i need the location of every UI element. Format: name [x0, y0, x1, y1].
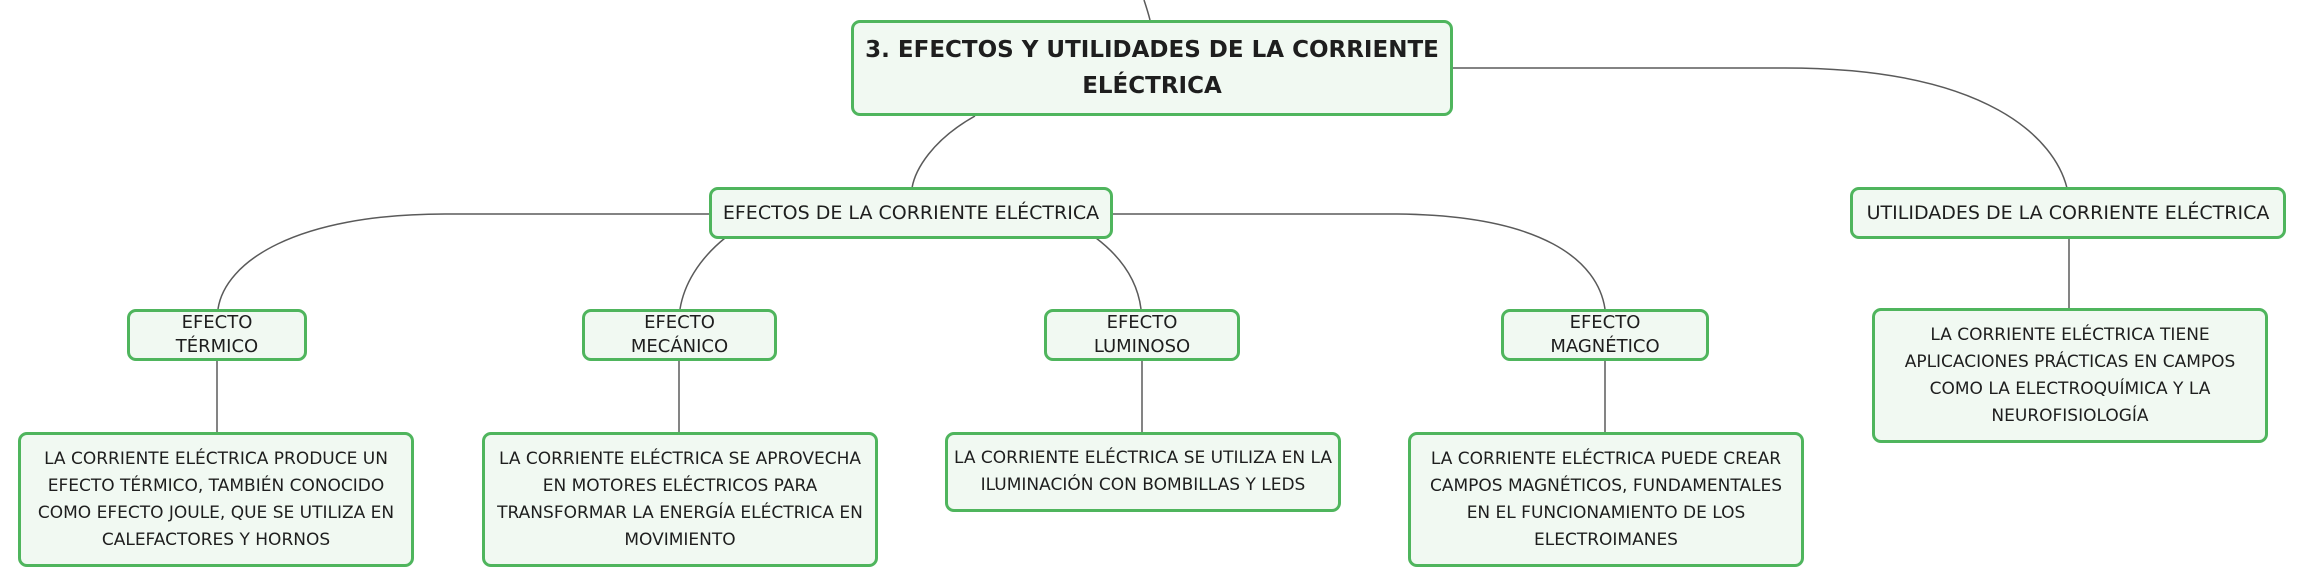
detail-efecto-luminoso-text: LA CORRIENTE ELÉCTRICA SE UTILIZA EN LA … [954, 448, 1333, 495]
subtopic-efecto-termico[interactable]: EFECTO TÉRMICO [127, 309, 307, 361]
connector-efectos-magnetico [1113, 213, 1606, 310]
detail-efecto-termico-text: LA CORRIENTE ELÉCTRICA PRODUCE UN EFECTO… [37, 448, 395, 550]
topic-efectos-label: EFECTOS DE LA CORRIENTE ELÉCTRICA [722, 202, 1100, 224]
detail-efecto-termico[interactable]: LA CORRIENTE ELÉCTRICA PRODUCE UN EFECTO… [18, 432, 414, 567]
subtopic-efecto-luminoso[interactable]: EFECTO LUMINOSO [1044, 309, 1240, 361]
topic-efectos[interactable]: EFECTOS DE LA CORRIENTE ELÉCTRICA [709, 187, 1113, 239]
detail-efecto-luminoso[interactable]: LA CORRIENTE ELÉCTRICA SE UTILIZA EN LA … [945, 432, 1341, 512]
root-topic[interactable]: 3. EFECTOS Y UTILIDADES DE LA CORRIENTE … [851, 20, 1453, 116]
connector-efectos-mecanico [679, 237, 726, 310]
topic-utilidades-label: UTILIDADES DE LA CORRIENTE ELÉCTRICA [1866, 202, 2270, 224]
subtopic-efecto-luminoso-label: EFECTO LUMINOSO [1093, 312, 1191, 357]
detail-efecto-magnetico-text: LA CORRIENTE ELÉCTRICA PUEDE CREAR CAMPO… [1429, 448, 1783, 550]
connector-root-utilidades [1453, 67, 2068, 189]
subtopic-efecto-magnetico[interactable]: EFECTO MAGNÉTICO [1501, 309, 1709, 361]
connector-incoming [1143, 0, 1151, 21]
detail-efecto-magnetico[interactable]: LA CORRIENTE ELÉCTRICA PUEDE CREAR CAMPO… [1408, 432, 1804, 567]
subtopic-efecto-mecanico-label: EFECTO MECÁNICO [630, 312, 729, 357]
detail-efecto-mecanico[interactable]: LA CORRIENTE ELÉCTRICA SE APROVECHA EN M… [482, 432, 878, 567]
detail-utilidades-text: LA CORRIENTE ELÉCTRICA TIENE APLICACIONE… [1904, 324, 2236, 426]
connector-root-efectos [911, 115, 976, 189]
connector-efectos-termico [217, 213, 709, 310]
connector-efectos-luminoso [1095, 237, 1142, 310]
detail-efecto-mecanico-text: LA CORRIENTE ELÉCTRICA SE APROVECHA EN M… [497, 448, 863, 550]
subtopic-efecto-termico-label: EFECTO TÉRMICO [175, 312, 259, 357]
root-topic-label: 3. EFECTOS Y UTILIDADES DE LA CORRIENTE … [865, 37, 1439, 99]
subtopic-efecto-mecanico[interactable]: EFECTO MECÁNICO [582, 309, 777, 361]
subtopic-efecto-magnetico-label: EFECTO MAGNÉTICO [1550, 312, 1660, 357]
detail-utilidades[interactable]: LA CORRIENTE ELÉCTRICA TIENE APLICACIONE… [1872, 308, 2268, 443]
topic-utilidades[interactable]: UTILIDADES DE LA CORRIENTE ELÉCTRICA [1850, 187, 2286, 239]
